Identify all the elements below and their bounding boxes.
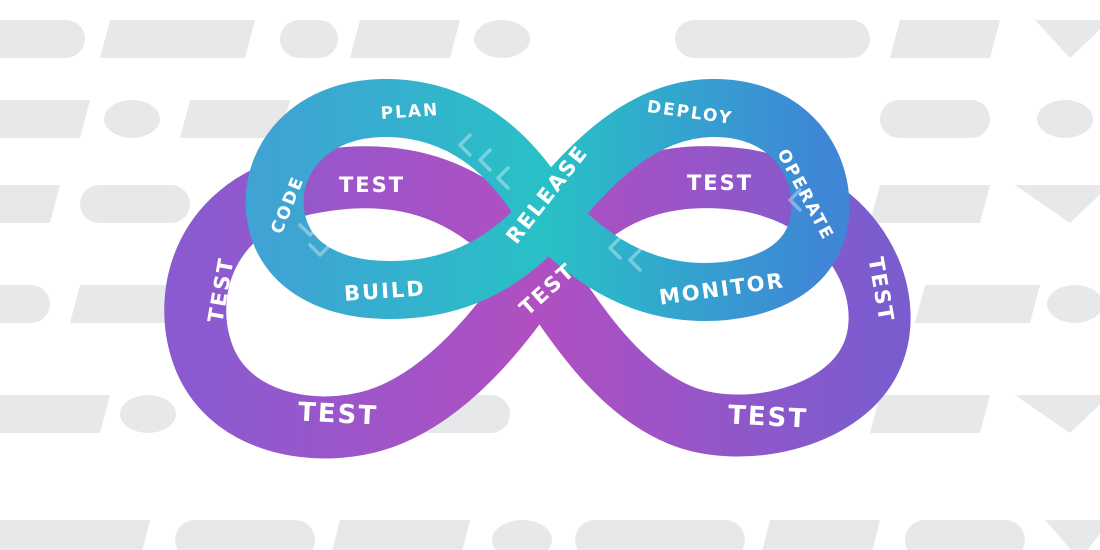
label-build: BUILD (343, 276, 426, 306)
label-test-outer-bottom-right: TEST (727, 400, 808, 434)
pattern-row-3 (0, 185, 1100, 223)
label-test-outer-bottom-left: TEST (297, 397, 378, 431)
label-test-inner-left: TEST (339, 173, 405, 197)
flow-chevrons (298, 133, 802, 272)
label-plan: PLAN (380, 100, 440, 124)
outer-test-loop (164, 146, 911, 459)
pattern-row-2 (0, 100, 1093, 138)
label-test-inner-right: TEST (687, 171, 753, 195)
inner-cicd-loop (245, 79, 850, 321)
pattern-row-6 (0, 520, 1100, 550)
pattern-row-1 (0, 20, 1100, 58)
